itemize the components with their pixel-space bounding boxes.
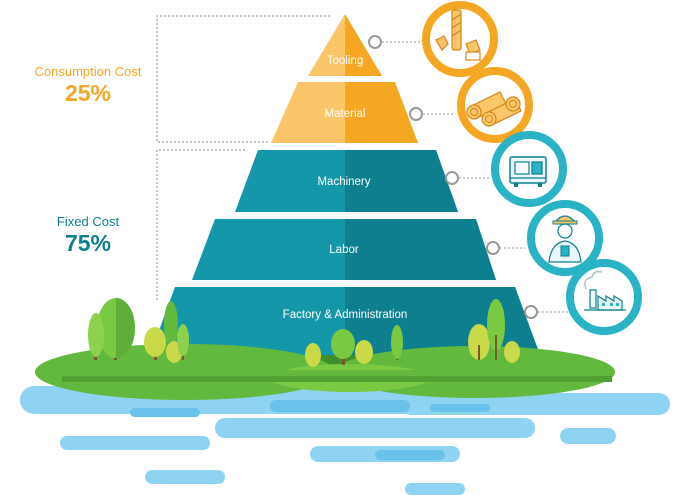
material-bars-icon [457, 67, 533, 143]
consumption-cost-percent: 25% [64, 80, 112, 106]
tier-label-material: Material [325, 108, 366, 120]
consumption-cost-title: Consumption Cost [34, 64, 142, 79]
tier-label-machinery: Machinery [317, 176, 370, 188]
fixed-cost-label: Fixed Cost 75% [18, 214, 158, 256]
tree [305, 343, 321, 367]
worker-icon [527, 200, 603, 276]
tree [391, 325, 403, 360]
fixed-cost-title: Fixed Cost [56, 214, 120, 229]
hills [35, 344, 615, 400]
water-ripples [20, 386, 670, 495]
consumption-cost-label: Consumption Cost 25% [18, 64, 158, 106]
tree [487, 299, 505, 360]
factory-icon [566, 259, 642, 335]
tree [97, 298, 135, 360]
machinery-icon [491, 131, 567, 207]
tree [144, 327, 166, 360]
connectors [382, 41, 568, 313]
tree [177, 324, 189, 360]
fixed-bracket [156, 149, 245, 300]
tree [468, 324, 490, 360]
trees [88, 298, 520, 367]
tier-labels: Tooling Material Machinery Labor Factory… [283, 55, 408, 321]
tier-label-labor: Labor [329, 244, 359, 256]
connector-dots [368, 35, 538, 319]
fixed-cost-percent: 75% [64, 230, 112, 256]
tree [355, 340, 373, 364]
consumption-bracket [156, 15, 330, 143]
tier-label-tooling: Tooling [327, 55, 363, 67]
tree [504, 341, 520, 363]
tooling-icon [422, 1, 498, 77]
tier-label-factory: Factory & Administration [283, 309, 408, 321]
tree [88, 313, 104, 360]
tree [331, 329, 355, 365]
